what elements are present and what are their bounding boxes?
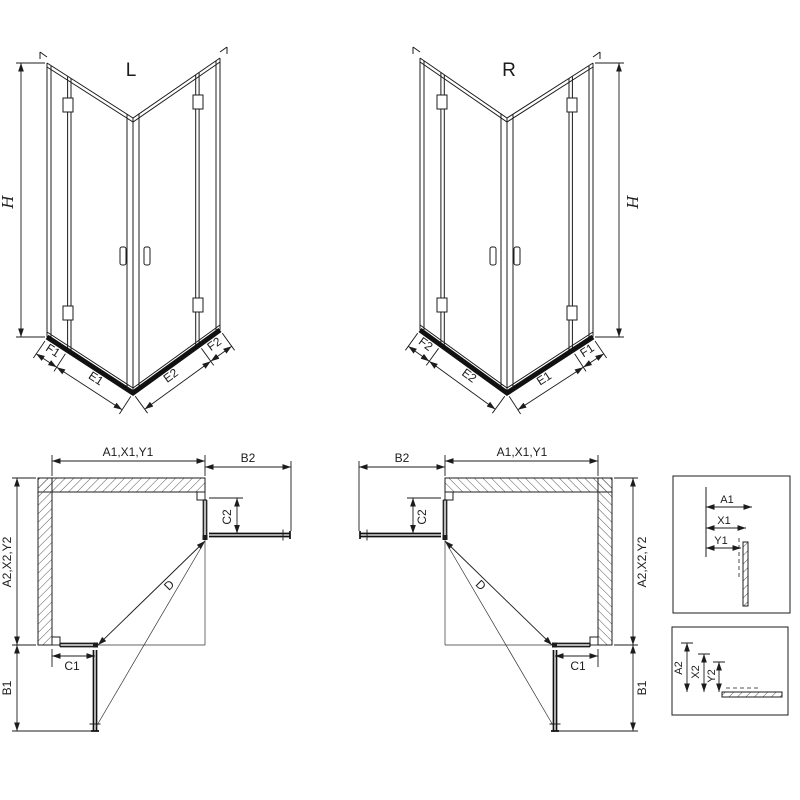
- detail-x1-label: X1: [717, 515, 730, 527]
- detail-a1-label: A1: [720, 494, 733, 506]
- plan-r-b2-label: B2: [395, 451, 410, 465]
- plan-l-c1-label: C1: [64, 659, 80, 673]
- detail-y1-label: Y1: [714, 535, 727, 547]
- plan-r-width-label: A1,X1,Y1: [497, 445, 548, 459]
- view-l-e1-label: E1: [86, 369, 106, 389]
- view-r-e1-label: E1: [534, 368, 554, 388]
- view-l-height-label: H: [0, 195, 17, 210]
- detail-box-width: A1 X1 Y1: [672, 475, 791, 614]
- detail-a2-label: A2: [673, 661, 685, 674]
- view-r-f1-label: F1: [577, 341, 597, 361]
- view-r-height-label: H: [623, 194, 641, 209]
- plan-l-width-label: A1,X1,Y1: [103, 445, 154, 459]
- detail-x2-label: X2: [690, 665, 702, 678]
- plan-view-left: A1,X1,Y1 B2 C2 A2,X2,Y2 B1 C1 D: [0, 445, 291, 731]
- plan-r-depth-label: A2,X2,Y2: [635, 536, 649, 587]
- plan-r-c1-label: C1: [570, 659, 586, 673]
- view-l-f1-label: F1: [43, 341, 63, 361]
- plan-l-c2-label: C2: [220, 509, 234, 525]
- view-r-title: R: [502, 60, 516, 81]
- plan-r-b1-label: B1: [635, 680, 649, 695]
- detail-box-depth: A2 X2 Y2: [671, 626, 789, 716]
- plan-r-c2-label: C2: [415, 509, 429, 525]
- plan-l-b2-label: B2: [241, 451, 256, 465]
- view-l-title: L: [126, 60, 137, 81]
- plan-l-b1-label: B1: [0, 680, 14, 695]
- plan-l-depth-label: A2,X2,Y2: [0, 536, 14, 587]
- detail-y2-label: Y2: [706, 669, 718, 682]
